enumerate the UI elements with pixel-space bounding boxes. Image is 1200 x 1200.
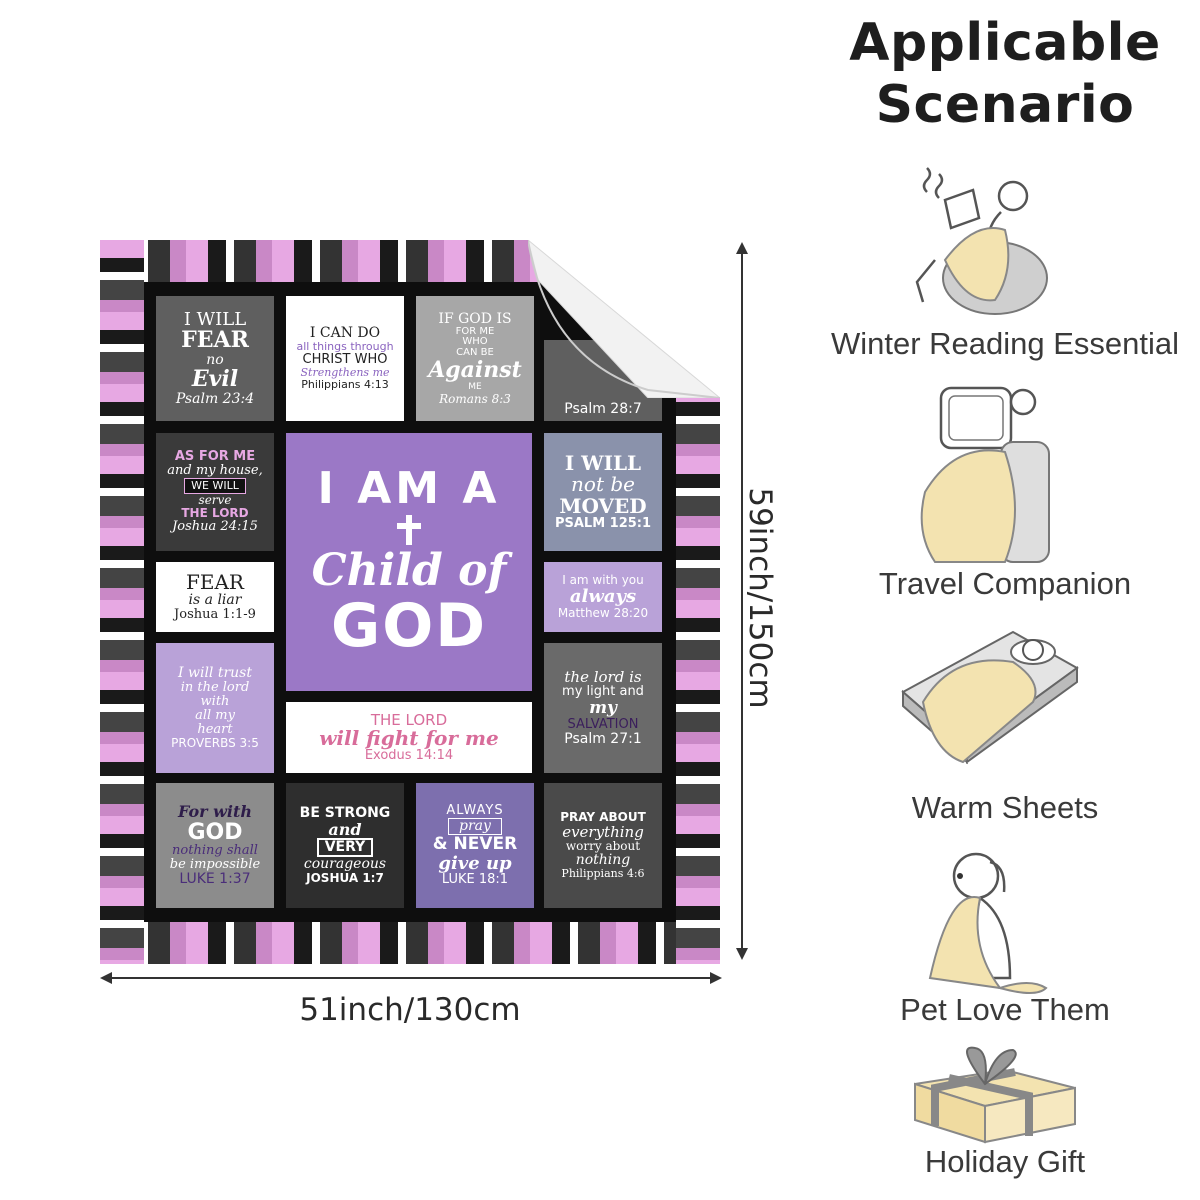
airplane-seat-icon [920,386,1050,563]
width-arrow-icon [100,972,722,984]
panel-psalm-23-4: I WILL FEAR no Evil Psalm 23:4 [156,296,274,421]
scenario-label-bed: Warm Sheets [911,790,1099,825]
scenario-label-reading: Winter Reading Essential [830,326,1180,361]
reading-beanbag-icon [915,167,1048,315]
panel-psalm-125-1: I WILL not be MOVED PSALM 125:1 [544,433,662,551]
scenario-label-gift: Holiday Gift [924,1144,1086,1179]
border-bottom [100,922,720,964]
height-dimension-label: 59inch/150cm [742,487,778,709]
panel-philippians-4-13: I CAN DO all things through CHRIST WHO S… [286,296,404,421]
panel-child-of-god: I AM A Child of GOD [286,433,532,691]
heading-line-2: Scenario [875,75,1135,135]
width-dimension-label: 51inch/130cm [299,992,521,1028]
cross-icon [397,514,421,545]
panel-joshua-1-1-9: FEAR is a liar Joshua 1:1-9 [156,562,274,632]
panel-luke-1-37: For with GOD nothing shall be impossible… [156,783,274,908]
folded-corner [528,240,720,398]
panel-philippians-4-6: PRAY ABOUT everything worry about nothin… [544,783,662,908]
scenario-label-travel: Travel Companion [878,566,1132,601]
panel-joshua-24-15: AS FOR ME and my house, WE WILL serve TH… [156,433,274,551]
blanket-image: I WILL FEAR no Evil Psalm 23:4 I CAN DO … [100,240,720,964]
border-left [100,240,144,964]
scenario-label-pet: Pet Love Them [900,992,1110,1027]
heading-line-1: Applicable [849,13,1161,73]
panel-proverbs-3-5: I will trust in the lord with all my hea… [156,643,274,773]
panel-joshua-1-7: BE STRONG and VERY courageous JOSHUA 1:7 [286,783,404,908]
panel-exodus-14-14: THE LORD will fight for me Exodus 14:14 [286,702,532,773]
panel-luke-18-1: ALWAYS pray & NEVER give up LUKE 18:1 [416,783,534,908]
section-heading: Applicable Scenario [820,12,1190,136]
height-arrow-icon [736,242,748,960]
bed-sleeping-icon [901,630,1079,765]
panel-romans-8-31: IF GOD IS FOR ME WHO CAN BE Against ME R… [416,296,534,421]
dog-blanket-icon [928,852,1048,994]
gift-box-icon [914,1046,1076,1144]
panel-matthew-28-20: I am with you always Matthew 28:20 [544,562,662,632]
panel-psalm-27-1: the lord is my light and my SALVATION Ps… [544,643,662,773]
